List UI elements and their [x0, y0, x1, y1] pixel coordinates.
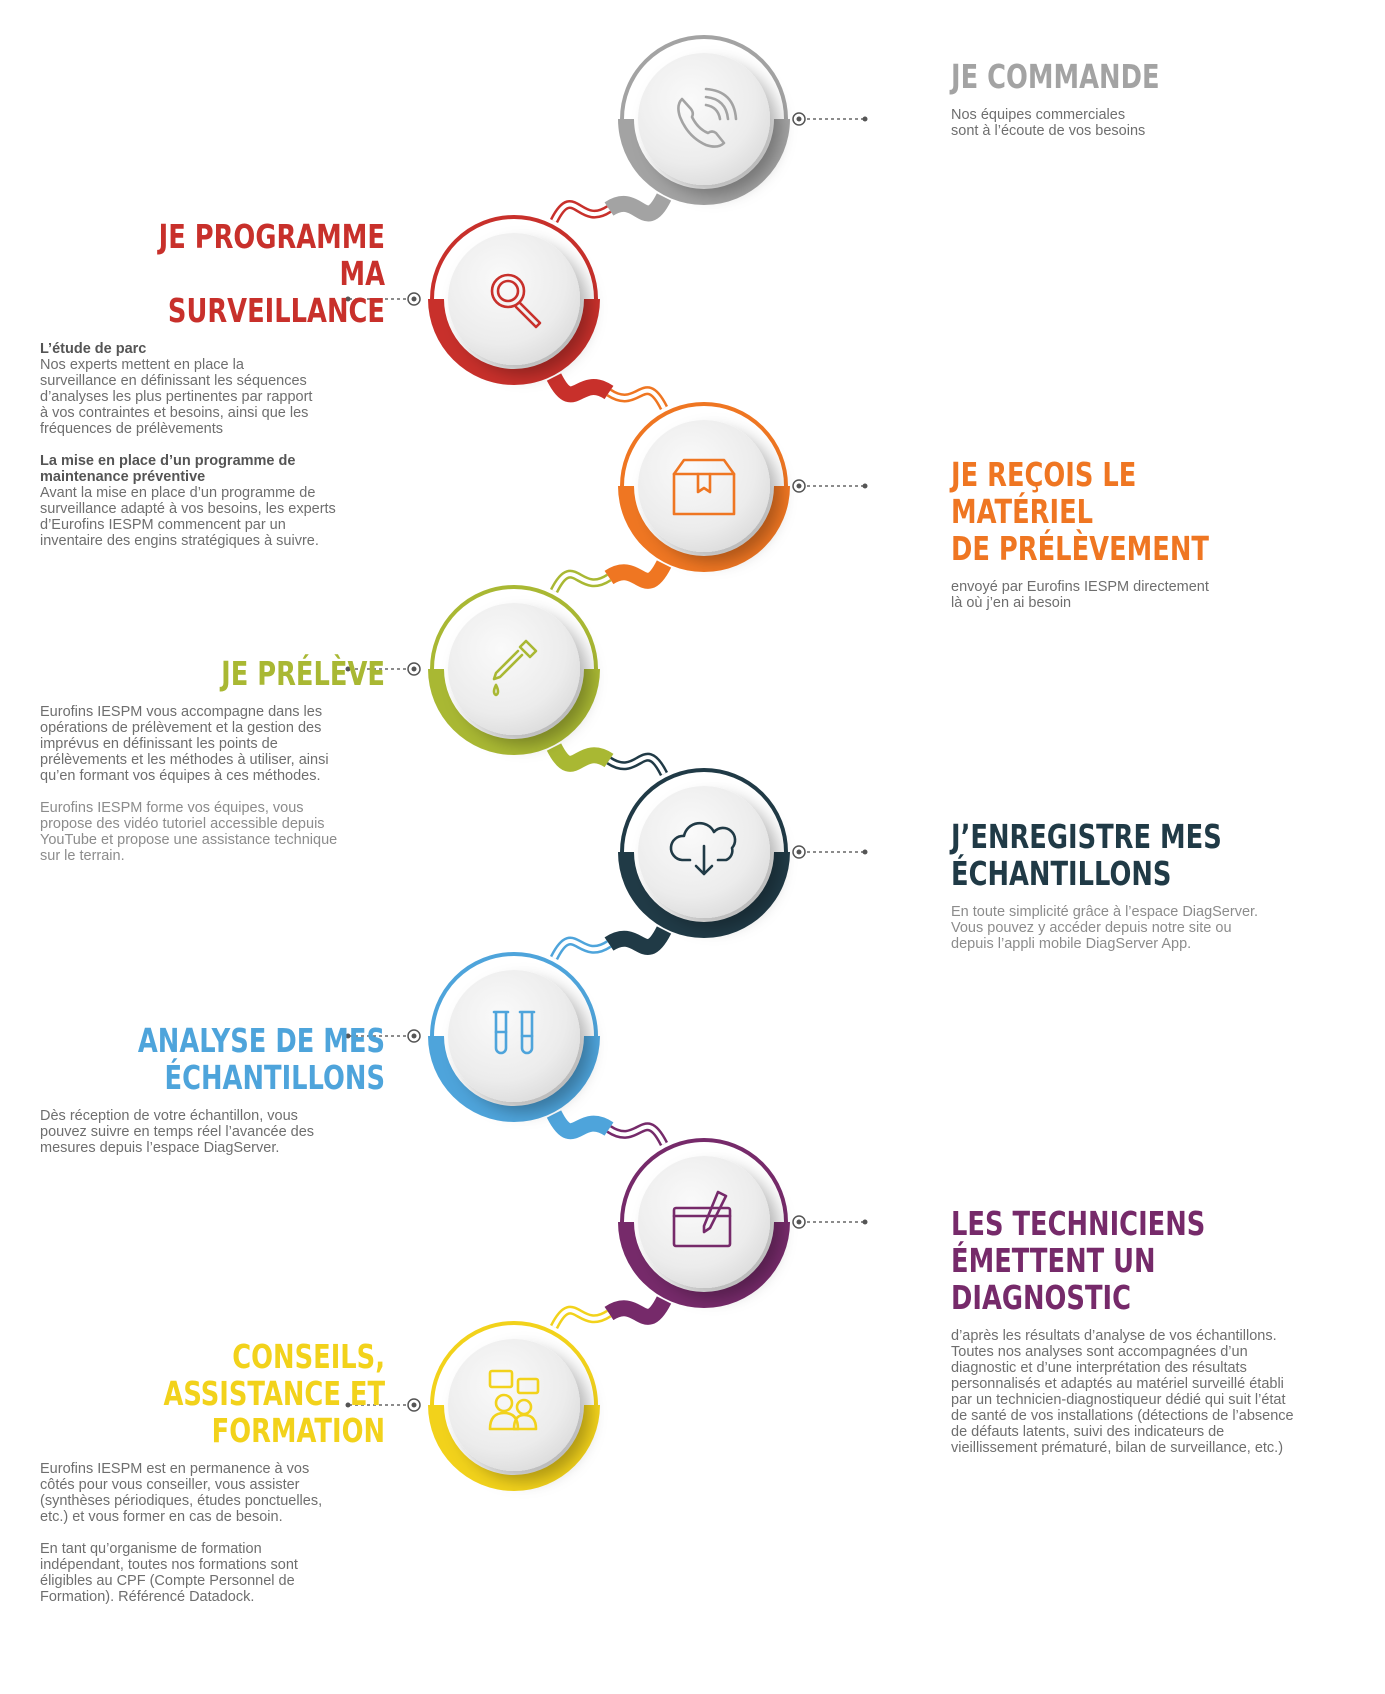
- step-title-line: DE PRÉLÈVEMENT: [951, 529, 1209, 568]
- node-arc: [618, 1222, 790, 1308]
- magnifier-icon: [490, 273, 542, 329]
- step-description: Nos équipes commerciales sont à l’écoute…: [951, 107, 1146, 139]
- node-disc: [448, 603, 580, 735]
- step-subtitle: L’étude de parc: [40, 341, 147, 357]
- connector-stem: [546, 1110, 614, 1140]
- connector-stem: [604, 926, 672, 955]
- connector-link-core: [607, 755, 666, 775]
- connector-stem: [546, 743, 614, 772]
- step-title-line: FORMATION: [211, 1411, 385, 1450]
- connector-link-core: [607, 1124, 666, 1145]
- connector-stem: [604, 1296, 672, 1325]
- node-arc: [618, 852, 790, 938]
- node-disc: [638, 53, 770, 185]
- step-title-line: ÉMETTENT UN DIAGNOSTIC: [951, 1241, 1156, 1317]
- node-arc: [428, 1405, 600, 1491]
- connector-link-core: [552, 572, 611, 592]
- step-subtitle: La mise en place d’un programme de maint…: [40, 453, 296, 485]
- connector-stem: [546, 373, 614, 403]
- node-disc: [638, 1156, 770, 1288]
- step-title-line: JE PRÉLÈVE: [221, 654, 385, 693]
- package-icon: [672, 458, 736, 516]
- step-title-line: LES TECHNICIENS: [951, 1204, 1206, 1243]
- node-disc: [448, 1339, 580, 1471]
- node-arc: [428, 669, 600, 755]
- step-node-analyse: [428, 952, 600, 1122]
- pointer-j-enregistre: [792, 845, 868, 859]
- step-description: En tant qu’organisme de formation indépe…: [40, 1541, 298, 1605]
- step-node-techniciens: [618, 1138, 790, 1308]
- step-description: Eurofins IESPM vous accompagne dans les …: [40, 704, 329, 784]
- window-pen-icon: [672, 1190, 732, 1248]
- step-title: JE COMMANDE: [951, 58, 1279, 95]
- node-disc: [638, 420, 770, 552]
- step-description: Avant la mise en place d’un programme de…: [40, 485, 336, 549]
- step-text-je-preleve: JE PRÉLÈVE Eurofins IESPM vous accompagne…: [40, 655, 385, 864]
- step-description: En toute simplicité grâce à l’espace Dia…: [951, 904, 1259, 952]
- connector-link-core: [552, 202, 611, 222]
- step-title: JE PRÉLÈVE: [116, 655, 385, 692]
- step-title-line: ÉCHANTILLONS: [164, 1058, 385, 1097]
- node-arc: [428, 299, 600, 385]
- connector-link-core: [552, 1308, 611, 1328]
- node-arc: [618, 119, 790, 205]
- step-text-je-commande: JE COMMANDE Nos équipes commerciales sont…: [951, 58, 1371, 139]
- step-title-line: ANALYSE DE MES: [137, 1021, 385, 1060]
- step-description: envoyé par Eurofins IESPM directement là…: [951, 579, 1209, 611]
- step-description: Eurofins IESPM forme vos équipes, vous p…: [40, 800, 338, 864]
- pipette-icon: [492, 639, 538, 697]
- connector-stem: [604, 560, 672, 589]
- pointer-je-commande: [792, 112, 868, 126]
- pointer-analyse: [345, 1029, 421, 1043]
- step-node-je-recois: [618, 402, 790, 572]
- step-node-je-commande: [618, 35, 790, 205]
- step-title-line: J’ENREGISTRE MES: [951, 817, 1222, 856]
- node-arc: [618, 486, 790, 572]
- step-title-line: JE PROGRAMME MA: [158, 217, 385, 293]
- node-disc: [448, 970, 580, 1102]
- step-title-line: CONSEILS,: [232, 1337, 385, 1376]
- pointer-je-recois: [792, 479, 868, 493]
- step-description: Eurofins IESPM est en permanence à vos c…: [40, 1461, 323, 1525]
- step-title-line: JE REÇOIS LE MATÉRIEL: [951, 455, 1137, 531]
- step-description: Dès réception de votre échantillon, vous…: [40, 1108, 315, 1156]
- cloud-download-icon: [669, 821, 737, 876]
- people-chat-icon: [488, 1369, 540, 1431]
- step-node-j-enregistre: [618, 768, 790, 938]
- node-arc: [428, 1036, 600, 1122]
- step-description: Nos experts mettent en place la surveill…: [40, 357, 313, 437]
- step-title-line: ÉCHANTILLONS: [951, 854, 1172, 893]
- pointer-je-programme: [345, 292, 421, 306]
- step-node-je-programme: [428, 215, 600, 385]
- step-node-conseils: [428, 1321, 600, 1491]
- connector-link-core: [607, 388, 666, 409]
- step-description: d’après les résultats d’analyse de vos é…: [951, 1328, 1294, 1456]
- pointer-techniciens: [792, 1215, 868, 1229]
- pointer-je-preleve: [345, 662, 421, 676]
- step-title-line: ASSISTANCE ET: [163, 1374, 385, 1413]
- step-title-line: JE COMMANDE: [951, 57, 1160, 96]
- test-tubes-icon: [492, 1010, 536, 1055]
- step-node-je-preleve: [428, 585, 600, 755]
- step-title-line: SURVEILLANCE: [167, 291, 385, 330]
- phone-icon: [677, 87, 738, 148]
- connector-stem: [604, 193, 672, 222]
- connector-link-core: [552, 939, 611, 959]
- pointer-conseils: [345, 1398, 421, 1412]
